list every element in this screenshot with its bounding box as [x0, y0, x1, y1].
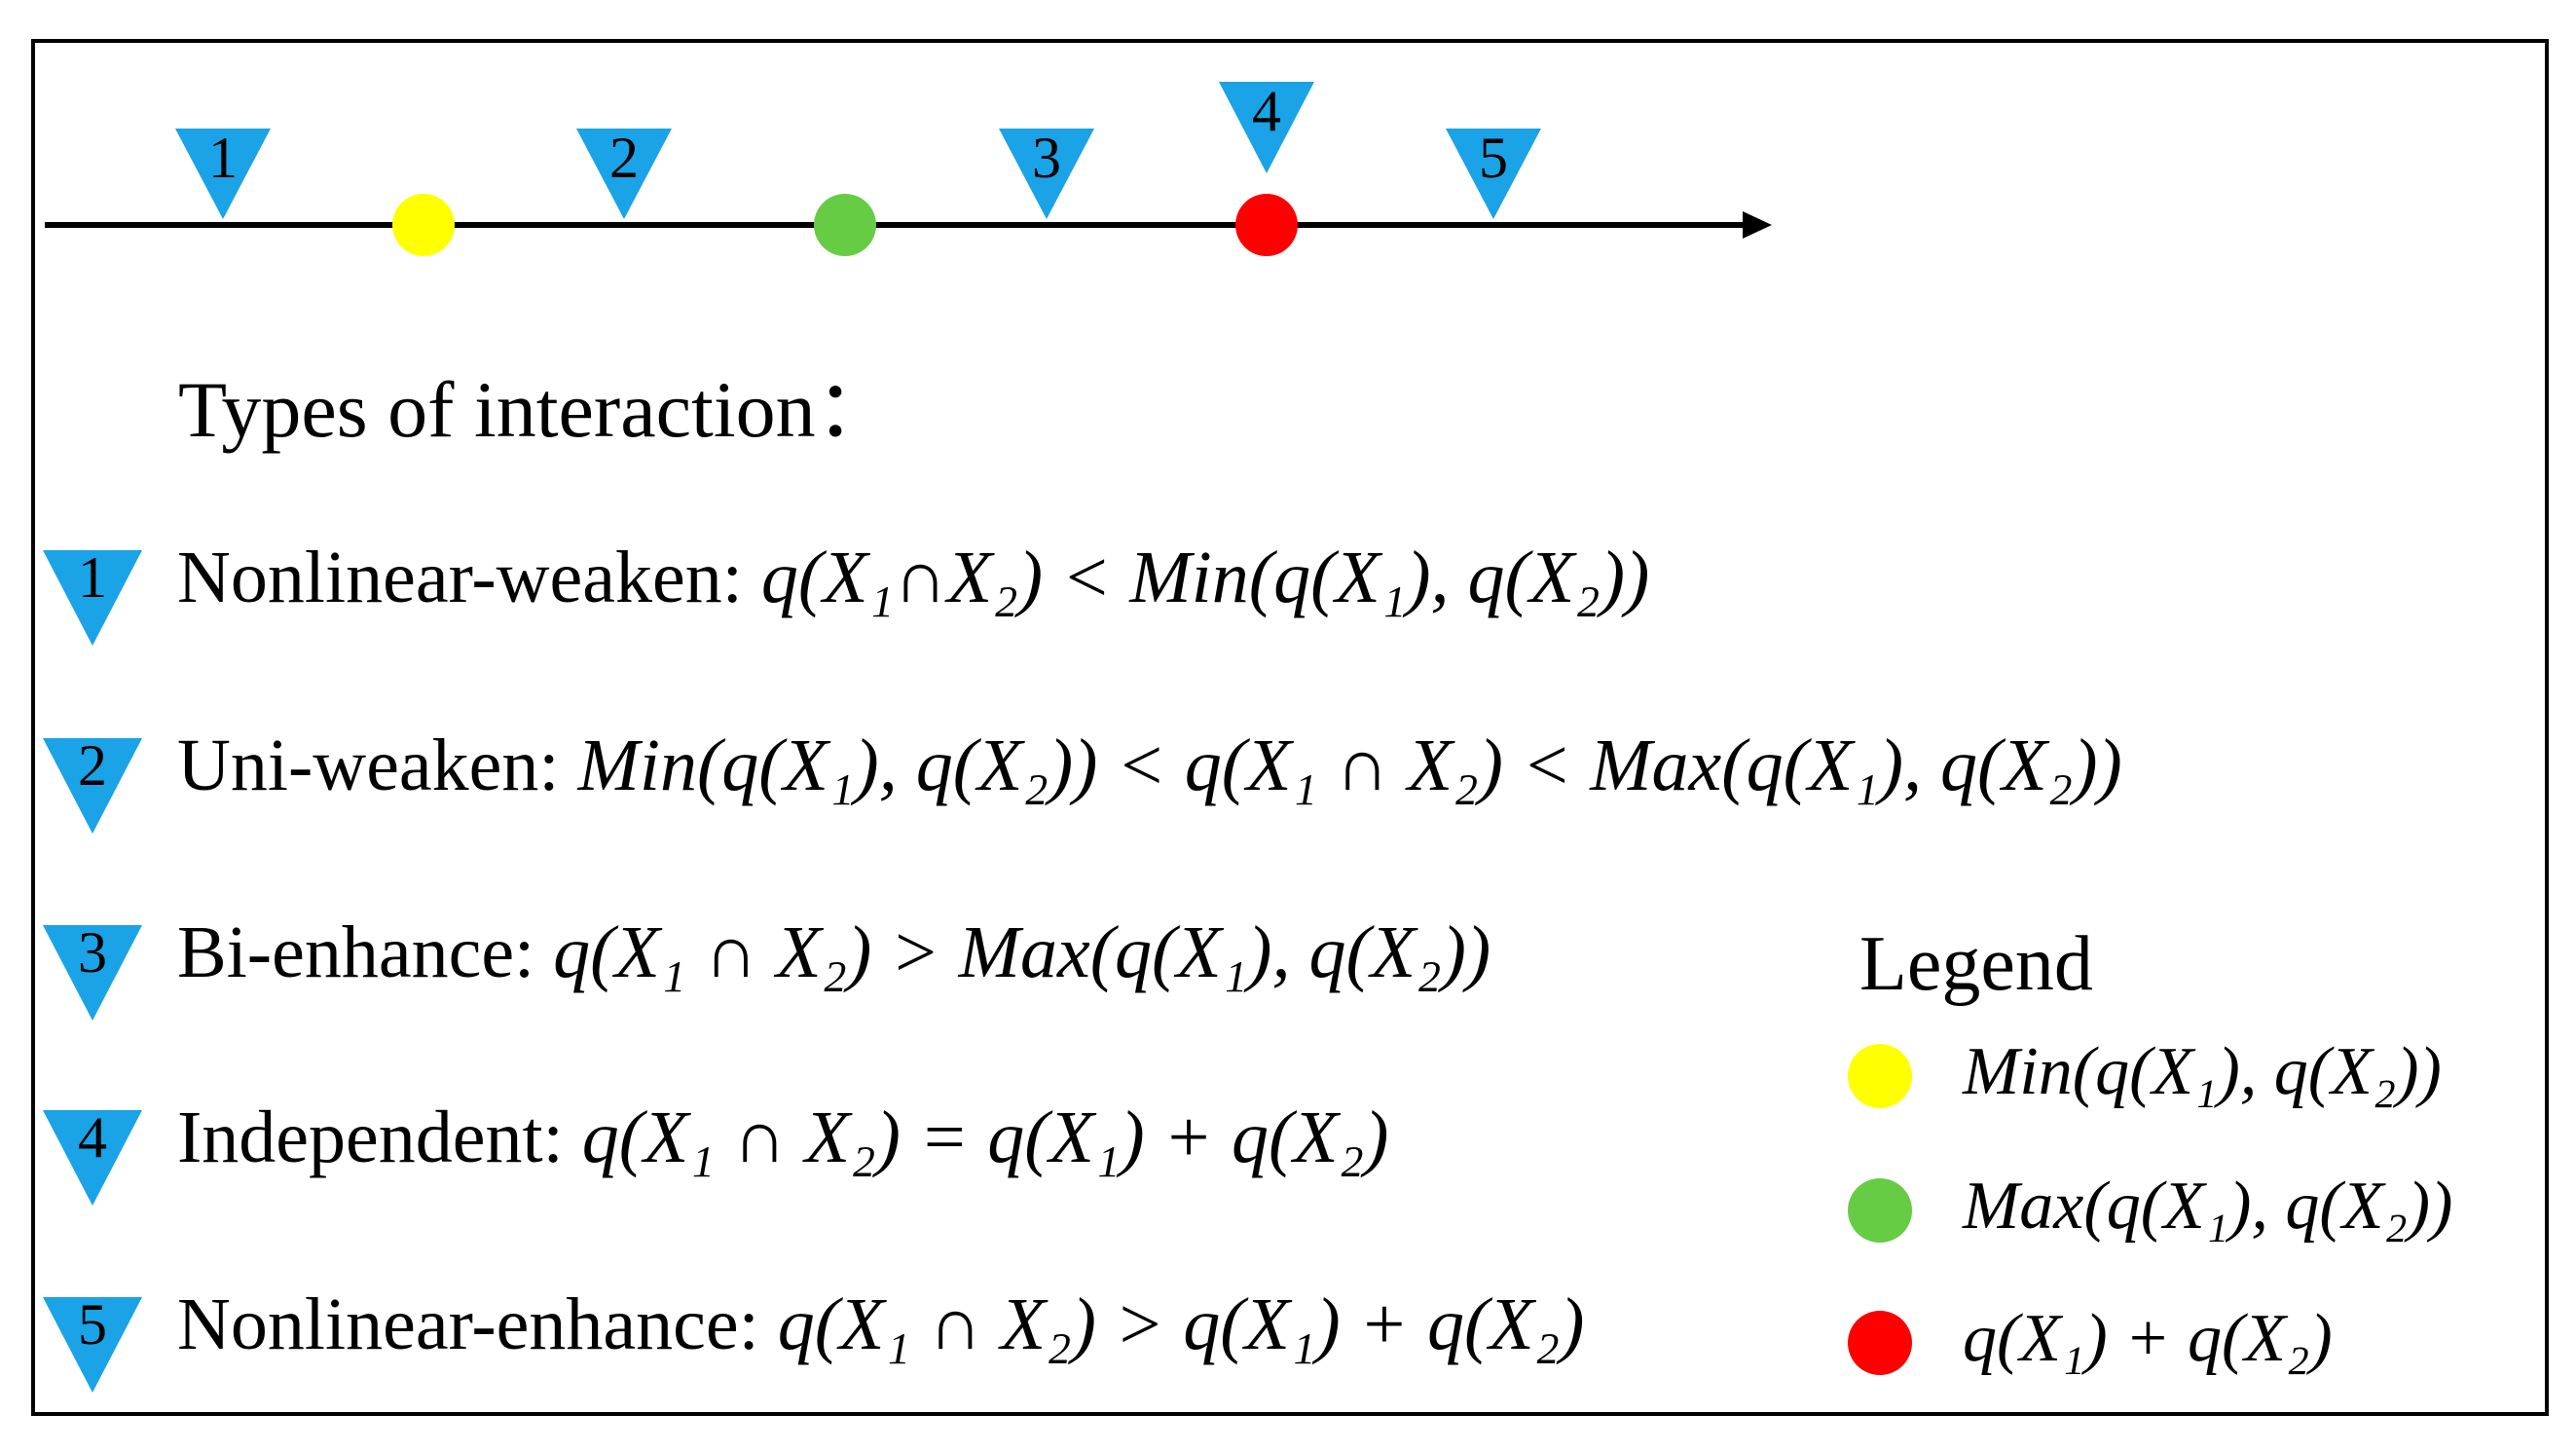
row-formula: q(X₁ ∩ X₂) > q(X₁) + q(X₂) — [777, 1284, 1585, 1365]
badge-label: 1 — [78, 545, 107, 610]
marker-label: 3 — [1032, 126, 1061, 190]
badge-label: 2 — [78, 733, 107, 798]
point-sum — [1235, 194, 1298, 256]
badge-triangle — [43, 738, 142, 834]
point-min — [392, 194, 455, 256]
axis-arrowhead — [1743, 211, 1772, 239]
row-name: Uni-weaken: — [177, 725, 578, 806]
badge-triangle — [43, 550, 142, 646]
legend-title: Legend — [1859, 921, 2093, 1007]
axis-marker-3: 3 — [999, 126, 1094, 219]
legend-item-label: Min(q(X₁), q(X₂)) — [1963, 1034, 2442, 1109]
marker-triangle — [175, 129, 271, 219]
row-formula: Min(q(X₁), q(X₂)) < q(X₁ ∩ X₂) < Max(q(X… — [577, 725, 2122, 806]
row-name: Nonlinear-enhance: — [177, 1284, 778, 1365]
marker-label: 4 — [1252, 79, 1281, 143]
badge-triangle-icon: 5 — [43, 1292, 142, 1393]
badge-triangle-icon: 4 — [43, 1105, 142, 1206]
row-formula: q(X₁ ∩ X₂) = q(X₁) + q(X₂) — [581, 1097, 1389, 1178]
badge-label: 4 — [78, 1105, 107, 1170]
legend-dot-yellow — [1848, 1044, 1912, 1108]
badge-triangle — [43, 1297, 142, 1393]
axis-marker-5: 5 — [1446, 126, 1541, 219]
marker-triangle — [999, 129, 1094, 219]
legend-dot-red — [1848, 1311, 1912, 1375]
axis-marker-1: 1 — [175, 126, 271, 219]
marker-triangle — [1446, 129, 1541, 219]
marker-label: 5 — [1479, 126, 1508, 190]
legend-item-label: Max(q(X₁), q(X₂)) — [1963, 1169, 2453, 1244]
diagram-frame — [31, 39, 2549, 1416]
row-text: Nonlinear-weaken: q(X₁∩X₂) < Min(q(X₁), … — [177, 540, 1649, 614]
row-formula: q(X₁ ∩ X₂) > Max(q(X₁), q(X₂)) — [553, 912, 1491, 993]
marker-triangle — [576, 129, 672, 219]
marker-label: 1 — [208, 126, 238, 190]
axis-diagram: 1 2 3 4 5 — [45, 79, 1772, 256]
section-heading: Types of interaction： — [178, 365, 896, 454]
row-name: Nonlinear-weaken: — [177, 537, 761, 618]
badge-label: 5 — [78, 1292, 107, 1357]
axis-marker-2: 2 — [576, 126, 672, 219]
axis-marker-4: 4 — [1219, 79, 1314, 173]
row-text: Independent: q(X₁ ∩ X₂) = q(X₁) + q(X₂) — [177, 1100, 1388, 1174]
badge-triangle-icon: 2 — [43, 733, 142, 834]
badge-triangle — [43, 925, 142, 1021]
point-max — [814, 194, 876, 256]
row-formula: q(X₁∩X₂) < Min(q(X₁), q(X₂)) — [760, 537, 1650, 618]
legend-dot-green — [1848, 1178, 1912, 1243]
marker-label: 2 — [609, 126, 639, 190]
row-name: Independent: — [177, 1097, 582, 1178]
row-name: Bi-enhance: — [177, 912, 554, 993]
row-text: Uni-weaken: Min(q(X₁), q(X₂)) < q(X₁ ∩ X… — [177, 728, 2122, 802]
badge-triangle — [43, 1110, 142, 1206]
badge-triangle-icon: 1 — [43, 545, 142, 646]
badge-triangle-icon: 3 — [43, 920, 142, 1021]
row-text: Nonlinear-enhance: q(X₁ ∩ X₂) > q(X₁) + … — [177, 1287, 1584, 1361]
badge-label: 3 — [78, 920, 107, 985]
legend-item-label: q(X₁) + q(X₂) — [1963, 1301, 2333, 1376]
row-text: Bi-enhance: q(X₁ ∩ X₂) > Max(q(X₁), q(X₂… — [177, 915, 1490, 989]
marker-triangle — [1219, 82, 1314, 173]
